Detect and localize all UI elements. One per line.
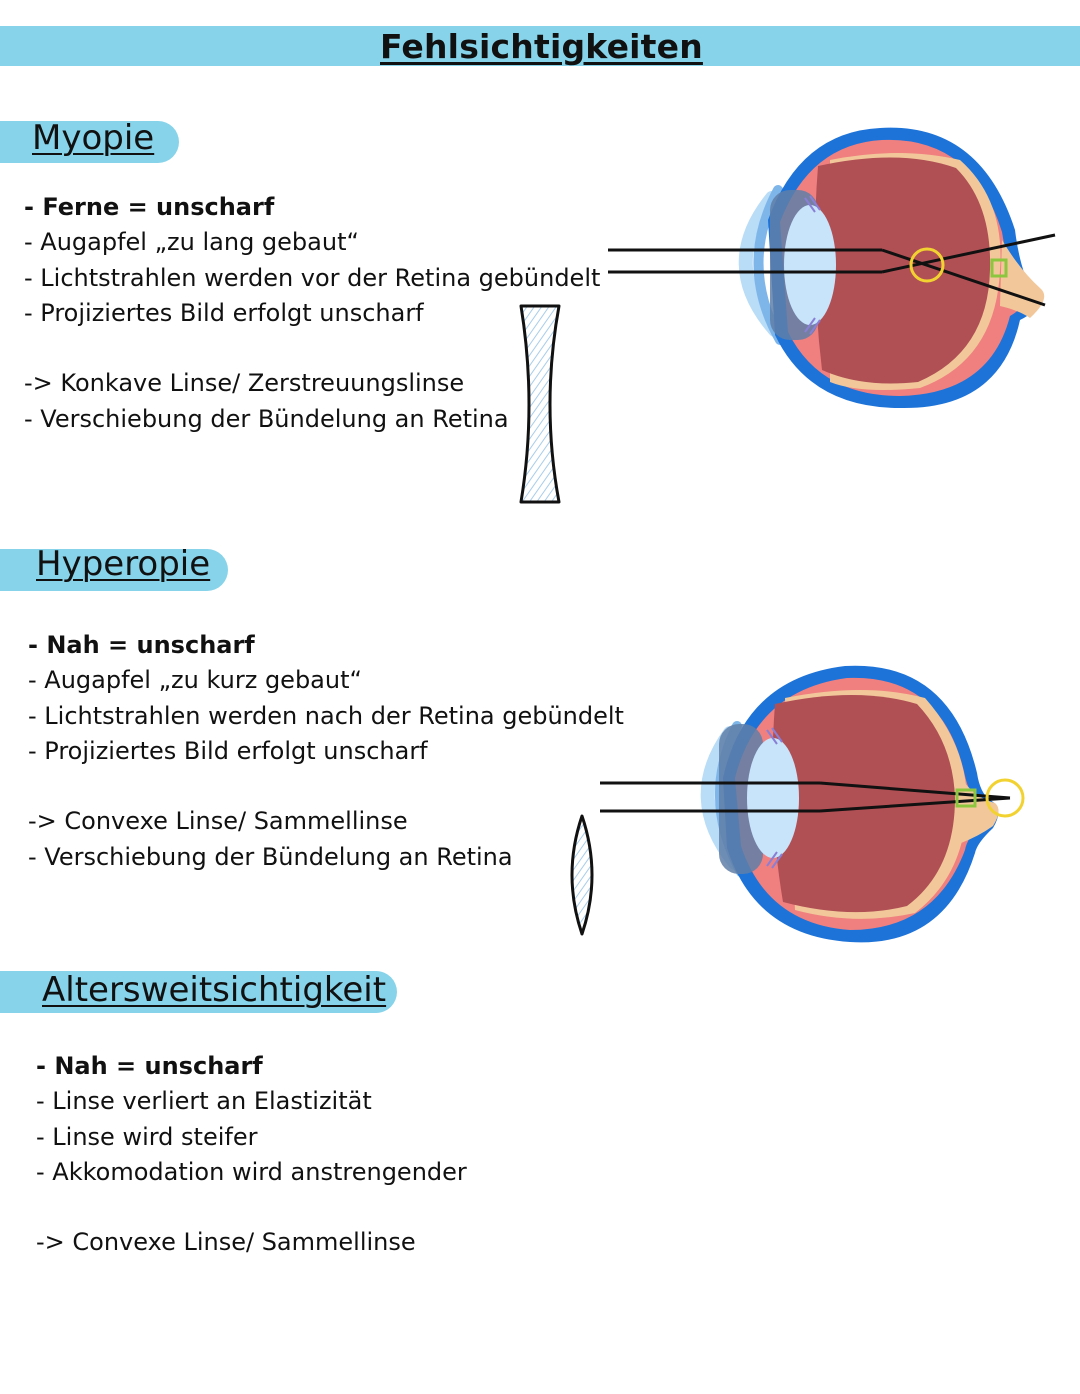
eye-myopia-icon	[608, 127, 1056, 409]
list-item: - Projiziertes Bild erfolgt unscharf	[24, 298, 424, 327]
list-item: - Augapfel „zu lang gebaut“	[24, 228, 359, 257]
section-title-myopie: Myopie	[32, 118, 155, 158]
list-item: - Augapfel „zu kurz gebaut“	[28, 666, 362, 695]
list-item: - Ferne = unscharf	[24, 193, 275, 221]
list-item: - Projiziertes Bild erfolgt unscharf	[28, 736, 428, 765]
altersweitsichtigkeit-points: - Nah = unscharf - Linse verliert an Ela…	[36, 1049, 467, 1261]
section-pill-myopie	[0, 121, 179, 163]
list-gap	[28, 769, 624, 804]
page-title: Fehlsichtigkeiten	[380, 27, 703, 66]
section-pill-hyperopie	[0, 549, 228, 591]
list-item: -> Convexe Linse/ Sammellinse	[36, 1228, 416, 1257]
list-gap	[36, 1190, 467, 1225]
list-item: - Lichtstrahlen werden vor der Retina ge…	[24, 263, 601, 292]
convex-lens-icon	[570, 814, 594, 936]
list-item: - Nah = unscharf	[36, 1052, 263, 1080]
list-item: - Lichtstrahlen werden nach der Retina g…	[28, 701, 624, 730]
list-item: - Verschiebung der Bündelung an Retina	[24, 404, 509, 433]
list-item: - Nah = unscharf	[28, 631, 255, 659]
list-item: - Verschiebung der Bündelung an Retina	[28, 842, 513, 871]
myopie-points: - Ferne = unscharf - Augapfel „zu lang g…	[24, 190, 600, 437]
section-pill-altersweitsichtigkeit	[0, 971, 397, 1013]
eye-hyperopia-icon	[600, 665, 1025, 943]
list-item: -> Convexe Linse/ Sammellinse	[28, 807, 408, 836]
list-gap	[24, 331, 600, 366]
list-item: -> Konkave Linse/ Zerstreuungslinse	[24, 369, 465, 398]
section-title-altersweitsichtigkeit: Altersweitsichtigkeit	[42, 970, 387, 1010]
list-item: - Linse wird steifer	[36, 1122, 258, 1151]
hyperopie-points: - Nah = unscharf - Augapfel „zu kurz geb…	[28, 628, 624, 875]
list-item: - Akkomodation wird anstrengender	[36, 1157, 467, 1186]
list-item: - Linse verliert an Elastizität	[36, 1087, 372, 1116]
title-bar	[0, 26, 1080, 66]
concave-lens-icon	[519, 304, 561, 504]
section-title-hyperopie: Hyperopie	[36, 544, 211, 584]
